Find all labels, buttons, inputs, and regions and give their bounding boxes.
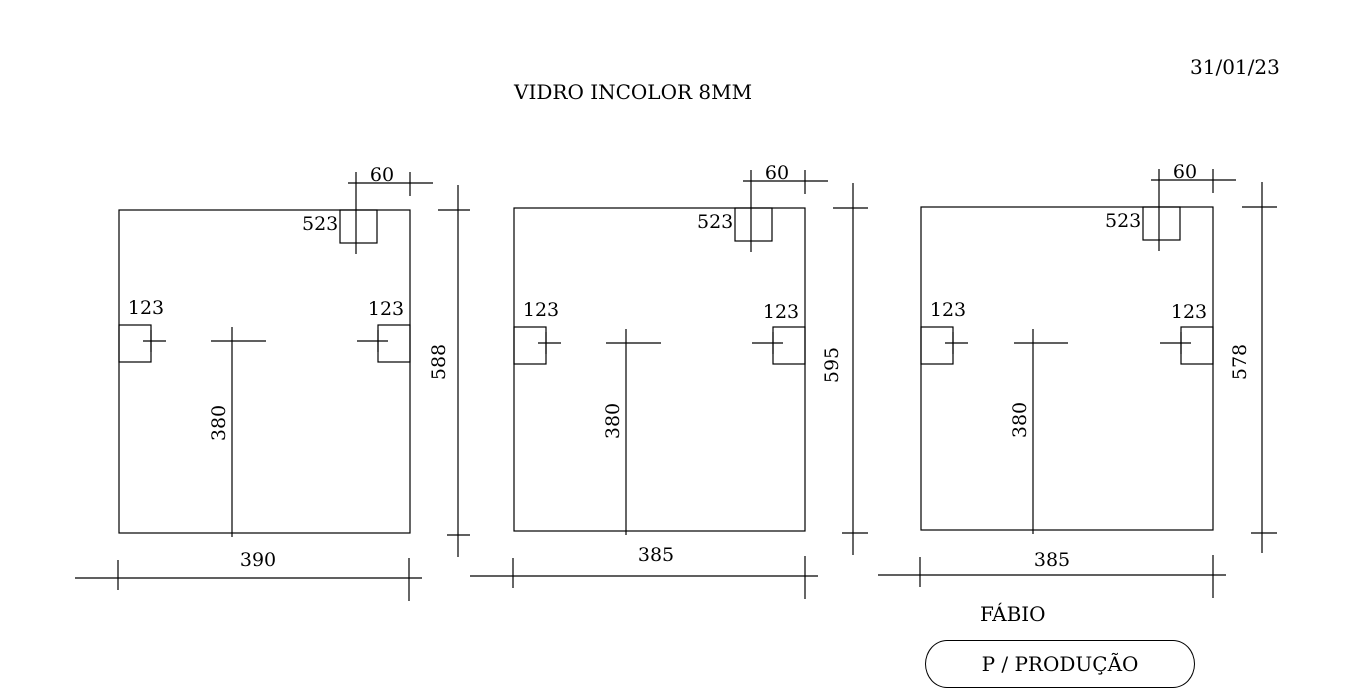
panel-2-top-cutout xyxy=(734,207,773,242)
panel-3-height-label: 578 xyxy=(1229,344,1251,380)
panel-3-hinge-height-label: 380 xyxy=(1009,402,1031,438)
panel-2-cutout-size-label: 60 xyxy=(765,162,789,184)
panel-2-right-hinge-cutout xyxy=(772,326,806,365)
panel-3-left-hinge-cutout xyxy=(920,326,954,365)
panel-3-cutout-offset-label: 523 xyxy=(1105,210,1141,232)
panel-3-cutout-size-label: 60 xyxy=(1173,161,1197,183)
panel-1-hinge-right-label: 123 xyxy=(368,298,404,320)
panel-1: 60 523 123 123 390 588 380 xyxy=(75,164,470,601)
drawing-date: 31/01/23 xyxy=(1190,55,1280,79)
panel-2-left-hinge-cutout xyxy=(513,326,547,365)
panel-1-outline xyxy=(118,209,411,534)
drawing-title: VIDRO INCOLOR 8MM xyxy=(514,80,753,104)
panel-1-cutout-offset-label: 523 xyxy=(302,213,338,235)
panel-3-right-hinge-cutout xyxy=(1180,326,1214,365)
panel-1-width-label: 390 xyxy=(240,549,276,571)
panel-2-hinge-right-label: 123 xyxy=(763,301,799,323)
panel-1-hinge-height-label: 380 xyxy=(208,405,230,441)
panel-3-hinge-left-label: 123 xyxy=(930,299,966,321)
panel-2: 60 523 123 123 385 595 380 xyxy=(470,162,868,599)
panel-2-height-label: 595 xyxy=(821,347,843,383)
panel-3: 60 523 123 123 385 578 380 xyxy=(878,161,1277,598)
panel-2-hinge-height-label: 380 xyxy=(602,403,624,439)
panel-1-right-hinge-cutout xyxy=(377,324,411,363)
panel-1-cutout-size-label: 60 xyxy=(370,164,394,186)
panel-3-outline xyxy=(920,206,1214,531)
panel-1-left-hinge-cutout xyxy=(118,324,152,363)
panel-1-hinge-left-label: 123 xyxy=(128,297,164,319)
panel-2-outline xyxy=(513,207,806,532)
author-name: FÁBIO xyxy=(980,602,1046,626)
panel-3-top-cutout xyxy=(1142,206,1181,241)
panel-2-width-label: 385 xyxy=(638,544,674,566)
panel-1-top-cutout xyxy=(339,209,378,244)
panel-3-width-label: 385 xyxy=(1034,549,1070,571)
panel-3-hinge-right-label: 123 xyxy=(1171,301,1207,323)
panel-2-hinge-left-label: 123 xyxy=(523,299,559,321)
panel-1-height-label: 588 xyxy=(428,344,450,380)
panel-2-cutout-offset-label: 523 xyxy=(697,211,733,233)
production-stamp: P / PRODUÇÃO xyxy=(925,640,1195,688)
production-stamp-label: P / PRODUÇÃO xyxy=(981,652,1139,676)
